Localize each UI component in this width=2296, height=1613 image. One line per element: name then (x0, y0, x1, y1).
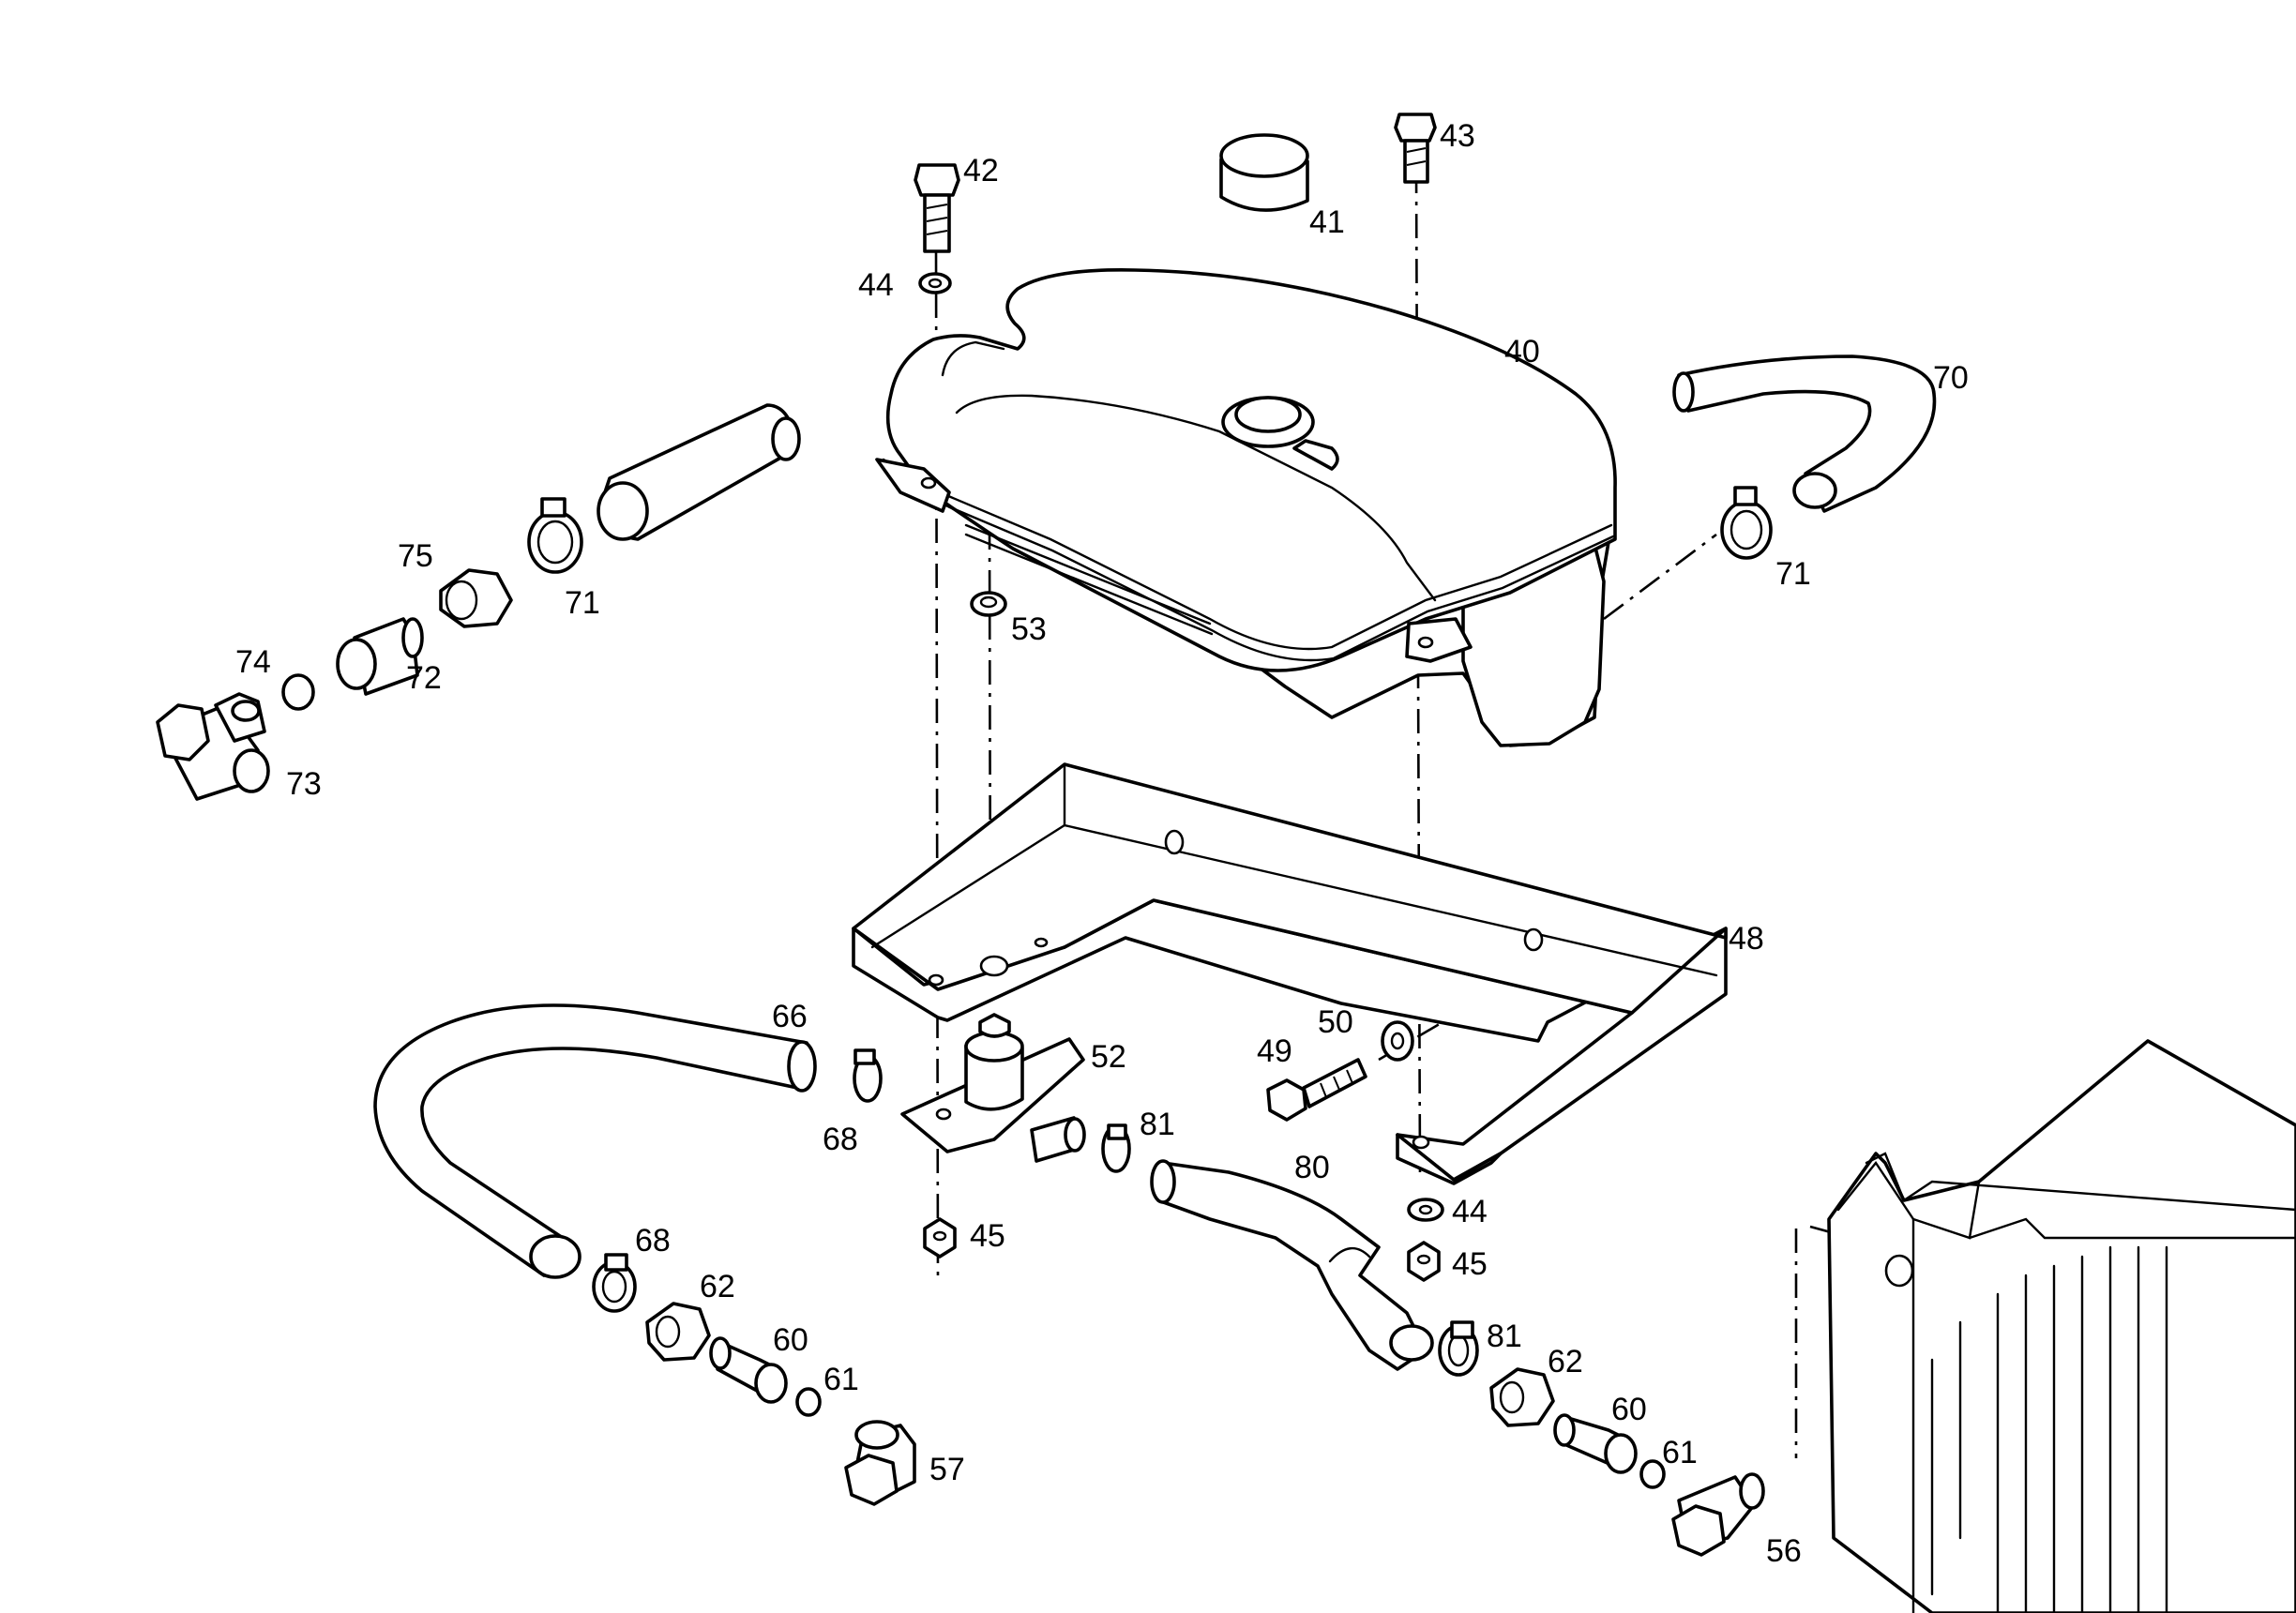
callout-71-left: 71 (565, 585, 600, 621)
hose-70 (1672, 354, 1937, 513)
hose-nipple-60-right (1553, 1413, 1638, 1474)
hose-clamp-81-upper (1101, 1123, 1131, 1173)
bolt-42 (914, 163, 960, 253)
hose-80 (1150, 1159, 1434, 1371)
union-nut-62-left (645, 1302, 711, 1362)
hose-clamp-68-upper (853, 1048, 883, 1103)
hose-nipple-60-left (709, 1336, 788, 1404)
callout-80: 80 (1294, 1150, 1330, 1185)
seal-ring-61-left (795, 1387, 822, 1417)
elbow-fitting-57 (844, 1420, 916, 1506)
bolt-43 (1394, 113, 1437, 184)
elbow-fitting-56 (1671, 1472, 1765, 1557)
hose-clamp-71-right (1720, 486, 1773, 560)
nut-45-left (923, 1217, 957, 1259)
callout-66: 66 (772, 999, 808, 1034)
callout-62-right: 62 (1548, 1344, 1583, 1379)
callout-57: 57 (929, 1452, 965, 1487)
grommet-53 (970, 591, 1007, 617)
washer-50 (1381, 1020, 1414, 1062)
callout-41: 41 (1309, 204, 1345, 240)
callout-44-bottom: 44 (1452, 1194, 1488, 1229)
callout-40: 40 (1504, 334, 1540, 369)
washer-44-bottom (1407, 1198, 1444, 1222)
callout-60-right: 60 (1611, 1392, 1647, 1427)
filler-cap (1219, 133, 1309, 212)
callout-labels: 40 41 42 43 44 44 45 45 48 49 50 52 53 5… (235, 118, 1969, 1569)
callout-52: 52 (1091, 1039, 1126, 1075)
callout-68-lower: 68 (635, 1223, 671, 1259)
callout-53: 53 (1011, 611, 1047, 647)
nut-45-right (1407, 1241, 1441, 1282)
callout-45-right: 45 (1452, 1246, 1488, 1282)
hose-clamp-81-lower (1438, 1320, 1479, 1377)
hose-66 (373, 1003, 817, 1279)
hose-clamp-68-lower (592, 1253, 637, 1313)
drain-valve-52 (900, 1013, 1086, 1163)
callout-81-upper: 81 (1140, 1107, 1175, 1142)
callout-61-left: 61 (823, 1362, 859, 1397)
callout-60-left: 60 (773, 1322, 808, 1358)
callout-44-top: 44 (858, 267, 894, 303)
hose-left-upper (597, 403, 801, 541)
callout-56: 56 (1766, 1533, 1802, 1569)
callout-45-left: 45 (970, 1218, 1005, 1254)
callout-73: 73 (286, 766, 322, 802)
mounting-bracket-tray (852, 762, 1728, 1185)
seal-ring-74 (281, 673, 315, 711)
hose-nipple-72 (336, 617, 424, 696)
callout-72: 72 (406, 660, 442, 696)
callout-75: 75 (398, 538, 433, 574)
tee-fitting-73 (156, 692, 270, 801)
callout-62-left: 62 (700, 1269, 735, 1304)
callout-49: 49 (1257, 1033, 1292, 1069)
washer-44-top (918, 272, 952, 294)
callout-70: 70 (1933, 360, 1969, 396)
radiator (1827, 1039, 2296, 1613)
callout-74: 74 (235, 644, 271, 680)
hose-clamp-71-left (527, 497, 583, 574)
union-nut-62-right (1489, 1367, 1555, 1427)
callout-42: 42 (963, 153, 999, 188)
callout-43: 43 (1440, 118, 1475, 154)
bolt-49 (1266, 1058, 1367, 1122)
callout-71-right: 71 (1775, 556, 1811, 592)
callout-68-upper: 68 (823, 1122, 858, 1157)
union-nut-75 (439, 568, 513, 628)
callout-48: 48 (1729, 921, 1764, 957)
callout-61-right: 61 (1662, 1435, 1698, 1470)
callout-81-lower: 81 (1487, 1319, 1522, 1354)
seal-ring-61-right (1639, 1459, 1666, 1489)
coolant-expansion-tank (875, 268, 1617, 747)
callout-50: 50 (1318, 1004, 1353, 1040)
